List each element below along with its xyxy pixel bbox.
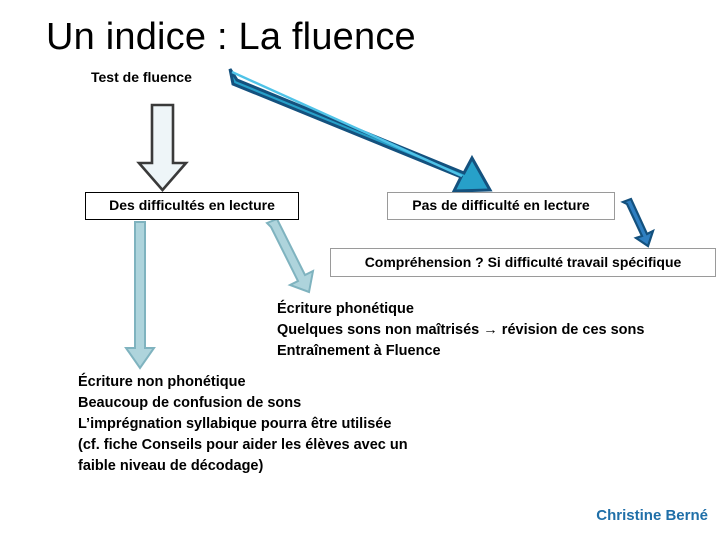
text-line: (cf. fiche Conseils pour aider les élève… <box>78 437 408 453</box>
text-block-ecriture-non-phonetique: Écriture non phonétique Beaucoup de conf… <box>78 372 408 477</box>
text-line: L’imprégnation syllabique pourra être ut… <box>78 416 392 432</box>
blue-diagonal-arrow-test-to-pas-difficulte <box>228 68 493 193</box>
text-block-ecriture-phonetique: Écriture phonétique Quelques sons non ma… <box>277 299 644 362</box>
author-signature: Christine Berné <box>596 507 708 524</box>
text-line: Écriture phonétique <box>277 301 414 317</box>
box-comprehension-travail-specifique: Compréhension ? Si difficulté travail sp… <box>330 248 716 277</box>
text-line: faible niveau de décodage) <box>78 458 264 474</box>
text-line: Entraînement à Fluence <box>277 343 441 359</box>
text-line: Écriture non phonétique <box>78 374 246 390</box>
light-diagonal-arrow-to-phonetique <box>265 217 315 294</box>
text-line: Quelques sons non maîtrisés → révision d… <box>277 322 645 338</box>
page-title: Un indice : La fluence <box>46 16 416 58</box>
box-pas-de-difficulte-en-lecture: Pas de difficulté en lecture <box>387 192 615 220</box>
text-line: Beaucoup de confusion de sons <box>78 395 302 411</box>
box-des-difficultes-en-lecture: Des difficultés en lecture <box>85 192 299 220</box>
small-blue-arrow-to-comprehension <box>620 197 655 248</box>
down-arrow-test-to-difficultes <box>136 103 189 192</box>
label-test-de-fluence: Test de fluence <box>91 69 192 85</box>
light-vertical-arrow-to-non-phonetique <box>124 221 156 370</box>
